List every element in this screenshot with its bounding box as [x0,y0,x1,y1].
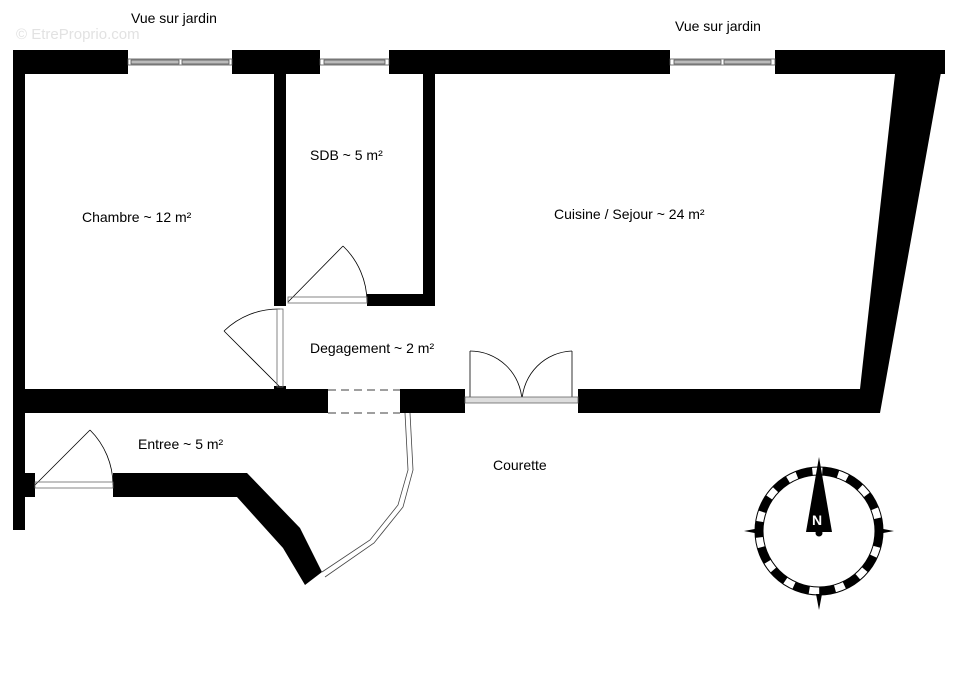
room-label-chambre: Chambre ~ 12 m² [82,209,192,225]
room-label-entree: Entree ~ 5 m² [138,436,224,452]
outside-label-courette: Courette [493,457,547,473]
windows [127,58,776,66]
watermark: © EtreProprio.com [16,26,140,43]
room-label-cuisine-sejour: Cuisine / Sejour ~ 24 m² [554,206,705,222]
doors [34,245,579,578]
room-label-sdb: SDB ~ 5 m² [310,147,383,163]
walls [13,50,945,585]
view-label-left: Vue sur jardin [131,10,217,26]
room-label-degagement: Degagement ~ 2 m² [310,340,435,356]
north-arrow-compass-icon [744,457,894,610]
view-label-right: Vue sur jardin [675,18,761,34]
compass-north-letter: N [812,512,823,528]
